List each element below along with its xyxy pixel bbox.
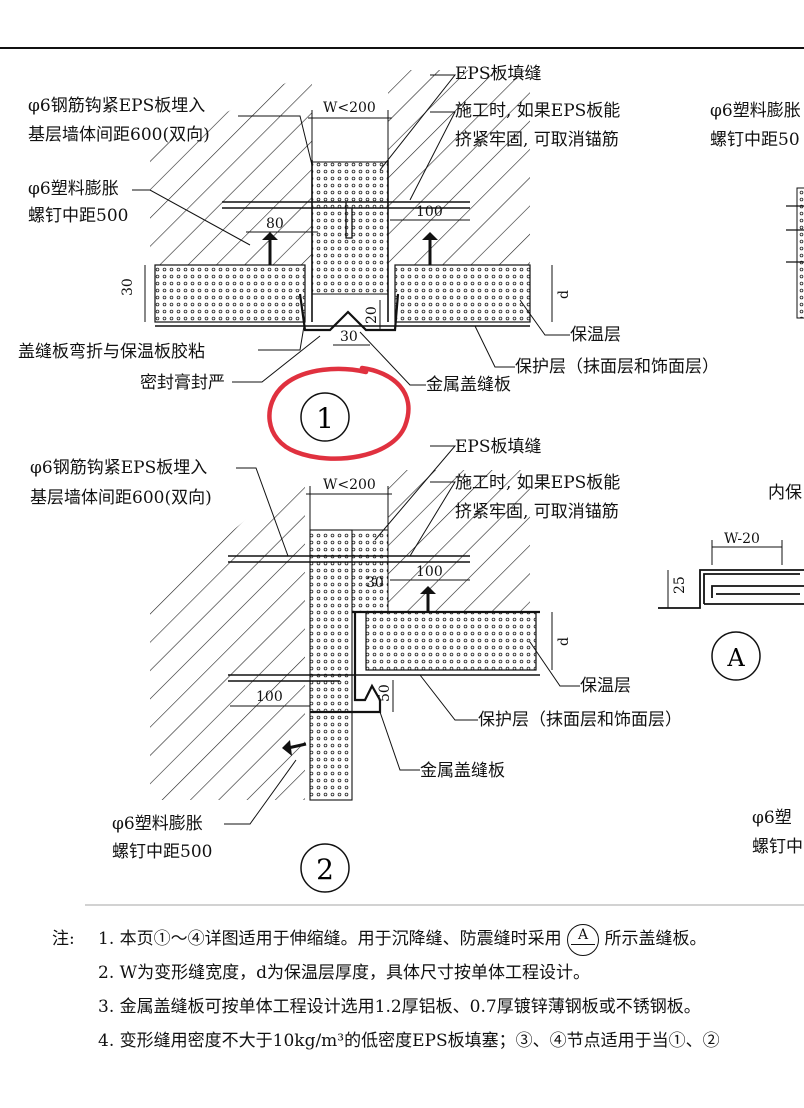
detail-2-circle [300, 843, 350, 893]
d2-rebar-hook-label: φ6钢筋钩紧EPS板埋入 [30, 458, 207, 478]
detail-1-circle [300, 392, 350, 442]
d2-dim-100-left: 100 [256, 689, 283, 705]
d2-construction-label: 施工时, 如果EPS板能 [455, 473, 620, 493]
d1-sealant-label: 密封膏封严 [140, 372, 225, 393]
d1-dim-100: 100 [416, 204, 443, 220]
eps-joint-fill [311, 161, 389, 295]
detail-2-number: 2 [316, 853, 334, 886]
d2-anchor-left [282, 740, 307, 756]
d1-dim-d: d [556, 290, 572, 299]
d2-base-wall-right [388, 470, 530, 612]
d1-eps-fill-label: EPS板填缝 [455, 64, 542, 84]
d2-dim-50: 50 [377, 684, 393, 702]
note-1-text-b: 所示盖缝板。 [604, 929, 707, 949]
note-4-num: 4. [98, 1031, 115, 1051]
d2-construction-label-2: 挤紧牢固, 可取消锚筋 [455, 502, 619, 522]
detail-2: φ6钢筋钩紧EPS板埋入 基层墙体间距600(双向) EPS板填缝 施工时, 如… [30, 437, 682, 893]
note-1-symbol: A [567, 923, 600, 956]
note-2: 2. W为变形缝宽度，d为保温层厚度，具体尺寸按单体工程设计。 [52, 956, 804, 990]
d2-insulation [365, 611, 537, 671]
d2-eps-joint-fill [309, 529, 353, 801]
right-inner-label: 内保 [768, 483, 802, 503]
detail-a-dim-w20: W-20 [724, 531, 760, 547]
d2-anchor-right [420, 586, 436, 612]
d1-anchor-label: φ6塑料膨胀 [28, 179, 119, 199]
d1-protect-label: 保护层（抹面层和饰面层） [515, 357, 719, 377]
d2-anchor-label-2: 螺钉中距500 [112, 842, 212, 862]
d1-metal-cover-label: 金属盖缝板 [426, 375, 511, 395]
d1-rebar-hook-label: φ6钢筋钩紧EPS板埋入 [28, 96, 205, 116]
detail-1: φ6钢筋钩紧EPS板埋入 基层墙体间距600(双向) φ6塑料膨胀 螺钉中距50… [18, 64, 719, 461]
insulation-left [154, 264, 306, 323]
d2-dim-d: d [556, 637, 572, 646]
note-3-text: 金属盖缝板可按单体工程设计选用1.2厚铝板、0.7厚镀锌薄钢板或不锈钢板。 [119, 997, 701, 1017]
d1-dim-30-left: 30 [120, 278, 136, 296]
note-1: 注: 1. 本页①～④详图适用于伸缩缝。用于沉降缝、防震缝时采用 A 所示盖缝板。 [52, 922, 804, 956]
d2-metal-cover-label: 金属盖缝板 [420, 761, 505, 781]
detail-1-number: 1 [316, 402, 334, 435]
base-wall-right [388, 70, 530, 265]
note-1-text-a: 本页①～④详图适用于伸缩缝。用于沉降缝、防震缝时采用 [119, 929, 562, 949]
d2-insulation-label: 保温层 [580, 676, 631, 696]
detail-a-dim-25: 25 [672, 576, 688, 594]
d2-anchor-label: φ6塑料膨胀 [112, 814, 203, 834]
d1-dim-width: W<200 [323, 100, 376, 116]
d2-dim-100-top: 100 [416, 564, 443, 580]
note-1-num: 1. [98, 929, 115, 949]
right-anchor-bottom-label-2: 螺钉中 [752, 837, 803, 857]
insulation-right [394, 264, 531, 323]
right-anchor-label-2: 螺钉中距50 [710, 130, 800, 150]
d2-eps-fill-label: EPS板填缝 [455, 437, 542, 457]
base-wall-left [150, 70, 312, 265]
note-2-num: 2. [98, 963, 115, 983]
d2-rebar-hook-label-2: 基层墙体间距600(双向) [30, 488, 212, 508]
metal-cover-plate [298, 293, 400, 332]
right-anchor-label: φ6塑料膨胀 [710, 101, 801, 121]
d1-cover-fold-label: 盖缝板弯折与保温板胶粘 [18, 342, 205, 362]
d1-construction-label-2: 挤紧牢固, 可取消锚筋 [455, 130, 619, 150]
d2-protect-label: 保护层（抹面层和饰面层） [478, 710, 682, 730]
note-3: 3. 金属盖缝板可按单体工程设计选用1.2厚铝板、0.7厚镀锌薄钢板或不锈钢板。 [52, 990, 804, 1024]
note-4: 4. 变形缝用密度不大于10kg/m³的低密度EPS板填塞；③、④节点适用于当①… [52, 1024, 804, 1058]
detail-a-profile [658, 569, 804, 609]
d2-base-wall-left [150, 470, 305, 800]
anchor-left [262, 232, 278, 265]
d1-construction-label: 施工时, 如果EPS板能 [455, 101, 620, 121]
note-4-text: 变形缝用密度不大于10kg/m³的低密度EPS板填塞；③、④节点适用于当①、② [119, 1031, 720, 1051]
note-1-symbol-label: A [577, 926, 589, 943]
d2-dim-30: 30 [366, 575, 384, 591]
notes-block: 注: 1. 本页①～④详图适用于伸缩缝。用于沉降缝、防震缝时采用 A 所示盖缝板。… [52, 922, 804, 1058]
d1-dim-80: 80 [266, 216, 284, 232]
anchor-right [422, 232, 438, 265]
d1-anchor-label-2: 螺钉中距500 [28, 206, 128, 226]
note-2-text: W为变形缝宽度，d为保温层厚度，具体尺寸按单体工程设计。 [119, 963, 590, 983]
d1-dim-20: 20 [364, 306, 380, 324]
right-partial-details: φ6塑料膨胀 螺钉中距50 内保 W-20 25 A φ6塑 螺钉中 [658, 101, 804, 857]
d1-rebar-hook-label-2: 基层墙体间距600(双向) [28, 125, 210, 145]
d1-insulation-label: 保温层 [570, 325, 621, 345]
note-3-num: 3. [98, 997, 115, 1017]
notes-head: 注: [52, 929, 75, 949]
detail-a-circle [711, 631, 761, 681]
d2-dim-width: W<200 [323, 477, 376, 493]
red-annotation-circle [267, 365, 411, 461]
d2-insulation-vertical [351, 529, 389, 613]
d1-dim-30-bottom: 30 [340, 329, 358, 345]
detail-a-label: A [726, 644, 745, 672]
right-anchor-bottom-label: φ6塑 [752, 808, 792, 828]
